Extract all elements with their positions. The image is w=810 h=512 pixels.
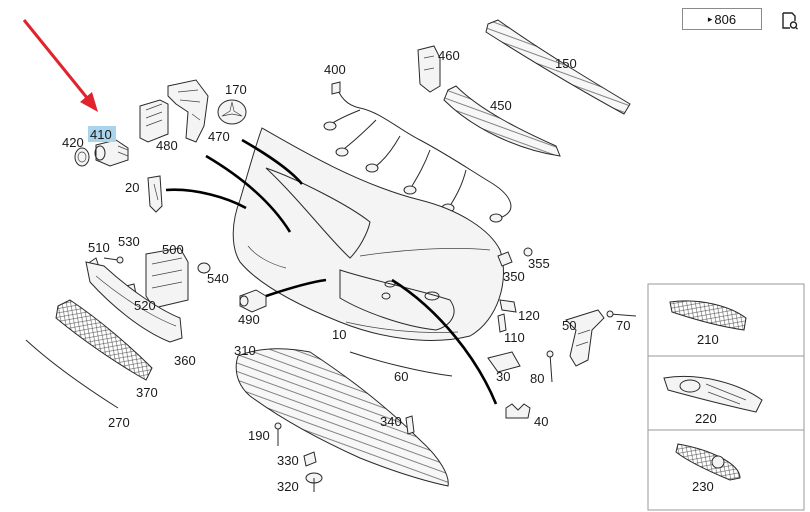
part-370-mesh-grille[interactable] [55, 299, 153, 381]
label-410[interactable]: 410 [90, 127, 112, 142]
label-80[interactable]: 80 [530, 371, 544, 386]
label-330[interactable]: 330 [277, 453, 299, 468]
part-230-fog-insert[interactable] [675, 443, 741, 481]
label-520[interactable]: 520 [134, 298, 156, 313]
part-410-parking-sensor[interactable] [94, 139, 129, 167]
label-355[interactable]: 355 [528, 256, 550, 271]
part-60-trim-strip[interactable] [349, 351, 453, 377]
part-30-tow-cap[interactable] [487, 351, 521, 373]
part-340-clip[interactable] [405, 415, 415, 435]
label-420[interactable]: 420 [62, 135, 84, 150]
label-60[interactable]: 60 [394, 369, 408, 384]
assembly-arrows [165, 138, 498, 405]
label-460[interactable]: 460 [438, 48, 460, 63]
label-500[interactable]: 500 [162, 242, 184, 257]
label-210[interactable]: 210 [697, 332, 719, 347]
part-320-rivet[interactable] [305, 472, 323, 492]
label-510[interactable]: 510 [88, 240, 110, 255]
part-110-fastener[interactable] [497, 313, 507, 333]
highlight-410 [88, 126, 116, 142]
label-70[interactable]: 70 [616, 318, 630, 333]
part-490-sensor[interactable] [239, 289, 267, 313]
part-355-screw[interactable] [523, 247, 533, 257]
part-40-clip[interactable] [505, 403, 531, 419]
part-220-vent-insert[interactable] [663, 375, 763, 413]
part-500-plate-holder[interactable] [145, 247, 189, 309]
part-400-wiring-harness[interactable] [323, 81, 512, 223]
part-360-carrier[interactable] [85, 261, 183, 343]
label-360[interactable]: 360 [174, 353, 196, 368]
label-40[interactable]: 40 [534, 414, 548, 429]
label-20[interactable]: 20 [125, 180, 139, 195]
part-20-bracket[interactable] [147, 175, 163, 213]
label-150[interactable]: 150 [555, 56, 577, 71]
label-530[interactable]: 530 [118, 234, 140, 249]
part-170-emblem[interactable] [217, 99, 247, 125]
variants-panel [647, 283, 805, 511]
label-480[interactable]: 480 [156, 138, 178, 153]
part-120-clip[interactable] [499, 299, 517, 313]
part-420-ring[interactable] [74, 147, 90, 167]
label-350[interactable]: 350 [503, 269, 525, 284]
label-450[interactable]: 450 [490, 98, 512, 113]
part-50-bracket[interactable] [565, 309, 605, 367]
label-370[interactable]: 370 [136, 385, 158, 400]
part-270-trim[interactable] [25, 339, 119, 409]
label-110[interactable]: 110 [504, 330, 525, 345]
label-30[interactable]: 30 [496, 369, 510, 384]
part-190-bolt[interactable] [274, 422, 282, 446]
label-470[interactable]: 470 [208, 129, 230, 144]
part-330-clip[interactable] [303, 451, 317, 467]
part-labels: 410 420 480 170 470 20 400 460 150 450 5… [62, 48, 719, 494]
label-230[interactable]: 230 [692, 479, 714, 494]
document-search-icon[interactable] [782, 12, 798, 30]
reference-806-button[interactable]: ▸ 806 [682, 8, 762, 30]
part-540-plug[interactable] [197, 262, 211, 274]
reference-label: 806 [714, 11, 737, 27]
label-310[interactable]: 310 [234, 343, 256, 358]
label-270[interactable]: 270 [108, 415, 130, 430]
label-120[interactable]: 120 [518, 308, 540, 323]
label-540[interactable]: 540 [207, 271, 229, 286]
part-530-screw[interactable] [103, 256, 124, 264]
part-80-bolt[interactable] [546, 350, 554, 383]
label-50[interactable]: 50 [562, 318, 576, 333]
label-340[interactable]: 340 [380, 414, 402, 429]
part-450-lower-grille[interactable] [443, 85, 561, 157]
label-320[interactable]: 320 [277, 479, 299, 494]
label-10[interactable]: 10 [332, 327, 346, 342]
part-350-clip[interactable] [497, 251, 513, 267]
label-170[interactable]: 170 [225, 82, 247, 97]
reference-arrow-icon: ▸ [707, 13, 713, 24]
part-210-mesh-insert[interactable] [669, 300, 747, 331]
part-70-bolt[interactable] [606, 310, 637, 318]
part-470-bracket[interactable] [167, 79, 209, 143]
label-490[interactable]: 490 [238, 312, 260, 327]
part-310-underbody-panel[interactable] [235, 348, 449, 487]
part-460-bracket[interactable] [417, 45, 441, 93]
label-400[interactable]: 400 [324, 62, 346, 77]
label-190[interactable]: 190 [248, 428, 270, 443]
part-480-module[interactable] [139, 99, 169, 143]
part-150-upper-grille[interactable] [485, 19, 631, 115]
pointer-arrow [22, 19, 98, 112]
label-220[interactable]: 220 [695, 411, 717, 426]
